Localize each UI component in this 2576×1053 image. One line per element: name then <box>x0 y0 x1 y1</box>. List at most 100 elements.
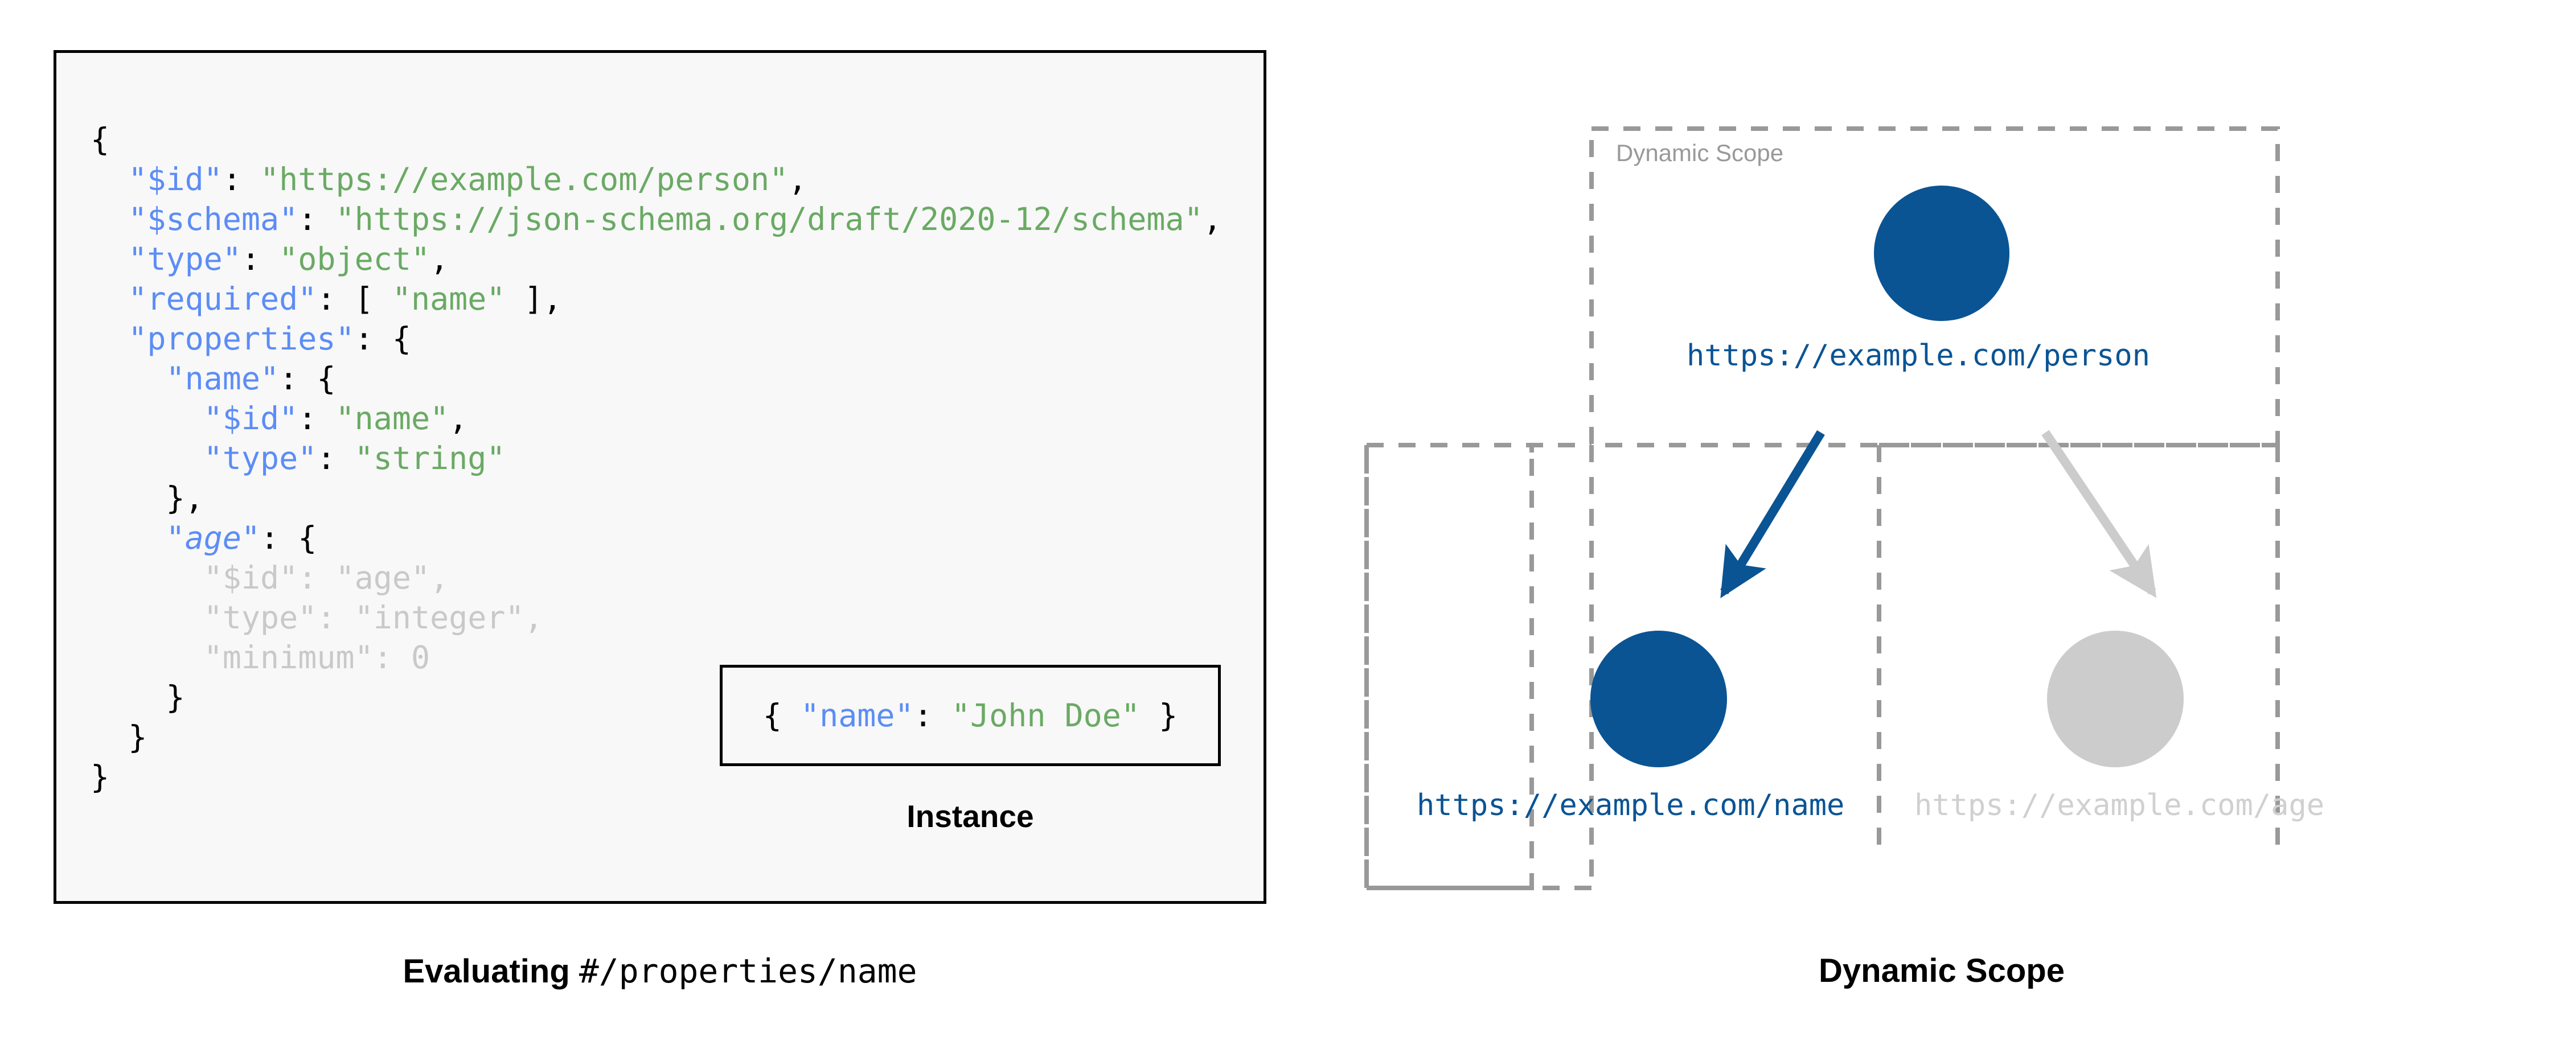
code-line: } <box>91 677 1222 717</box>
code-token: "$schema" <box>128 201 298 237</box>
code-token <box>91 599 204 636</box>
code-token: "https://example.com/person" <box>260 161 789 198</box>
code-token <box>91 560 204 596</box>
code-token: , <box>430 241 449 277</box>
code-token: ], <box>505 281 562 317</box>
code-token: , <box>788 161 807 198</box>
code-token: : <box>241 241 280 277</box>
code-token: "object" <box>279 241 430 277</box>
code-token: : <box>317 440 355 476</box>
code-token: "https://json-schema.org/draft/2020-12/s… <box>335 201 1203 237</box>
code-line: "$schema": "https://json-schema.org/draf… <box>91 199 1222 239</box>
scope-label-dynamic-scope: Dynamic Scope <box>1616 139 1784 166</box>
code-token <box>91 400 204 437</box>
left-figure-caption: Evaluating #/properties/name <box>54 952 1266 990</box>
schema-code-panel: { "$id": "https://example.com/person", "… <box>54 50 1266 904</box>
code-token: { <box>91 121 110 158</box>
instance-box: { "name": "John Doe" } <box>720 665 1221 766</box>
code-token: "integer" <box>354 599 524 636</box>
code-token: }, <box>91 480 204 516</box>
code-token: : { <box>354 320 411 357</box>
left-caption-pointer: #/properties/name <box>579 952 917 990</box>
code-token: 0 <box>411 639 430 676</box>
code-token: , <box>524 599 543 636</box>
left-caption-bold: Evaluating <box>403 953 579 990</box>
node-circle-age <box>2047 631 2184 767</box>
code-line: "type": "string" <box>91 438 1222 478</box>
code-line: } <box>91 717 1222 757</box>
code-line: "age": { <box>91 518 1222 558</box>
instance-caption: Instance <box>906 799 1034 834</box>
code-token: } <box>91 719 147 755</box>
code-token: : { <box>279 360 336 397</box>
code-token: "age" <box>166 520 261 556</box>
node-label-age: https://example.com/age <box>1914 788 2325 822</box>
code-line: "type": "integer", <box>91 598 1222 637</box>
code-token: "string" <box>354 440 506 476</box>
code-token: } <box>1140 697 1178 734</box>
code-line: "$id": "https://example.com/person", <box>91 159 1222 199</box>
node-label-person: https://example.com/person <box>1687 339 2150 373</box>
code-token: } <box>91 679 185 715</box>
code-line: "name": { <box>91 359 1222 398</box>
code-line: "$id": "age", <box>91 558 1222 598</box>
code-token: : <box>298 560 336 596</box>
code-line: "properties": { <box>91 319 1222 359</box>
edge-person-to-name <box>1720 430 1825 598</box>
node-label-name: https://example.com/name <box>1417 788 1845 822</box>
code-token <box>91 320 128 357</box>
schema-source-code: { "$id": "https://example.com/person", "… <box>91 120 1222 797</box>
code-token: , <box>430 560 449 596</box>
code-token: : <box>913 697 951 734</box>
code-token: , <box>449 400 468 437</box>
code-token <box>91 161 128 198</box>
code-token <box>91 360 166 397</box>
code-token <box>91 201 128 237</box>
code-token: "type" <box>203 440 317 476</box>
code-token: "name" <box>392 281 506 317</box>
code-token: : <box>298 201 336 237</box>
code-token: } <box>91 759 110 795</box>
right-figure-caption: Dynamic Scope <box>1819 952 2065 989</box>
code-token: "name" <box>335 400 449 437</box>
code-token: "John Doe" <box>951 697 1141 734</box>
code-token: "$id" <box>128 161 223 198</box>
code-token: "name" <box>800 697 914 734</box>
code-token: { <box>762 697 801 734</box>
code-token <box>91 440 204 476</box>
code-line: "minimum": 0 <box>91 637 1222 677</box>
code-token <box>91 241 128 277</box>
code-line: "$id": "name", <box>91 398 1222 438</box>
code-token: : <box>222 161 261 198</box>
code-token: : { <box>260 520 317 556</box>
code-token: "$id" <box>203 560 298 596</box>
scope-box-name-outline <box>1364 443 1594 890</box>
code-token: "$id" <box>203 400 298 437</box>
code-line: "required": [ "name" ], <box>91 279 1222 319</box>
dynamic-scope-diagram: Dynamic Scope https://example.com/person… <box>1344 80 2540 933</box>
code-line: { <box>91 120 1222 159</box>
node-circle-person <box>1874 186 2009 321</box>
code-token: "minimum" <box>203 639 374 676</box>
diagram-canvas <box>1364 126 2280 890</box>
code-line: } <box>91 757 1222 797</box>
instance-json: { "name": "John Doe" } <box>763 697 1178 734</box>
code-token <box>91 520 166 556</box>
edge-person-to-age <box>2041 430 2157 598</box>
code-token: "type" <box>203 599 317 636</box>
scope-box-age <box>1877 443 2280 854</box>
code-token: "properties" <box>128 320 355 357</box>
code-line: }, <box>91 478 1222 518</box>
code-token: "type" <box>128 241 241 277</box>
code-token: : <box>317 599 355 636</box>
code-token: : <box>373 639 411 676</box>
node-circle-name <box>1590 631 1727 767</box>
code-token: , <box>1203 201 1222 237</box>
code-token: "name" <box>166 360 280 397</box>
code-token <box>91 281 128 317</box>
code-line: "type": "object", <box>91 239 1222 279</box>
code-token <box>91 639 204 676</box>
code-token: "age" <box>335 560 430 596</box>
code-token: : [ <box>317 281 392 317</box>
code-token: : <box>298 400 336 437</box>
